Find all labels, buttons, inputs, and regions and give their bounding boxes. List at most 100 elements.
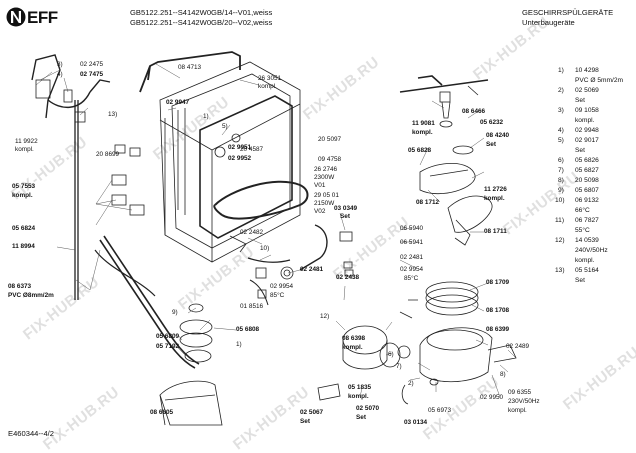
part-label: 20 4587 <box>240 146 264 153</box>
legend-num: 10) <box>555 197 565 204</box>
part-label: kompl. <box>342 344 363 351</box>
part-label: 05 6828 <box>408 147 432 154</box>
part-label: 02 7475 <box>80 71 104 78</box>
part-label: 11 9081 <box>412 120 435 127</box>
part-label: 08 6805 <box>150 409 174 416</box>
legend-value: 05 6807 <box>575 187 599 194</box>
part-label: 26 3051 <box>258 75 282 82</box>
legend-value: PVC Ø 5mm/2m <box>575 77 623 84</box>
part-label: 02 2475 <box>80 61 104 68</box>
bracket-b <box>111 194 127 206</box>
part-label: Set <box>340 213 350 220</box>
part-label: 85°C <box>270 292 285 299</box>
legend-num: 5) <box>558 137 564 144</box>
part-label: V02 <box>314 208 326 215</box>
legend-num: 4) <box>558 127 564 134</box>
part-label: 5) <box>222 123 228 130</box>
bracket-a <box>111 174 127 186</box>
drawing-code: E460344--4/2 <box>8 429 55 438</box>
model-title-line-1: GB5122.251--S4142W0GB/14--V01,weiss <box>130 8 273 17</box>
part-label: 09 6355 <box>508 389 532 396</box>
part-label: 08 6398 <box>342 335 366 342</box>
sump <box>159 380 223 426</box>
bracket-c <box>129 204 145 216</box>
part-label: kompl. <box>258 83 277 90</box>
legend-value: 02 5069 <box>575 87 599 94</box>
part-label: 05 6809 <box>156 333 180 340</box>
part-label: 1) <box>203 113 209 120</box>
component-3 <box>35 79 51 99</box>
ring-right-1 <box>425 281 479 303</box>
legend-num: 11) <box>555 217 565 224</box>
legend-num: 1) <box>558 67 564 74</box>
part-label: 08 6399 <box>486 326 510 333</box>
filter-plate <box>419 162 476 195</box>
part-label: 2) <box>408 380 414 387</box>
legend-value: kompl. <box>575 257 595 264</box>
ring-1 <box>179 319 213 335</box>
legend-value: 06 9132 <box>575 197 599 204</box>
legend-num: 12) <box>555 237 565 244</box>
part-label: 7) <box>396 363 402 370</box>
part-label: 05 6824 <box>12 225 36 232</box>
legend-value: 05 6826 <box>575 157 599 164</box>
legend-value: 20 5098 <box>575 177 599 184</box>
hose-left <box>31 54 61 119</box>
part-label: 02 5067 <box>300 409 324 416</box>
part-label: Set <box>300 418 310 425</box>
legend-value: 09 1058 <box>575 107 599 114</box>
part-label: kompl. <box>15 146 34 153</box>
part-label: 3) <box>57 61 63 68</box>
part-label: 11 9922 <box>15 138 38 145</box>
legend-num: 9) <box>558 187 564 194</box>
part-label: 02 9952 <box>228 155 252 162</box>
part-label: 230V/50Hz <box>508 398 540 405</box>
part-label: 05 7192 <box>156 343 180 350</box>
brand-logo: EFF <box>6 6 70 33</box>
part-label: 02 9954 <box>400 266 424 273</box>
part-label: 2150W <box>314 200 335 207</box>
category-title: GESCHIRRSPÜLGERÄTE <box>522 8 614 17</box>
part-label: kompl. <box>412 129 433 136</box>
part-label: 02 9947 <box>166 99 190 106</box>
part-label: 02 9954 <box>270 283 294 290</box>
part-label: 02 2489 <box>506 343 530 350</box>
legend-value: 05 5164 <box>575 267 599 274</box>
part-label: 02 2438 <box>336 274 360 281</box>
part-label: 05 6973 <box>428 407 452 414</box>
part-label: 11 2726 <box>484 186 507 193</box>
spray-arm <box>417 75 443 86</box>
part-label: 11 8994 <box>12 243 35 250</box>
model-title-line-2: GB5122.251--S4142W0GB/20--V02,weiss <box>130 18 273 27</box>
part-label: 06 5941 <box>400 239 424 246</box>
part-label: 08 1708 <box>486 307 510 314</box>
part-label: 08 1711 <box>484 228 507 235</box>
part-label: 05 6232 <box>480 119 504 126</box>
part-label: Set <box>486 141 496 148</box>
part-label: 03 0134 <box>404 419 428 426</box>
legend-num: 2) <box>558 87 564 94</box>
part-label: 01 8516 <box>240 303 264 310</box>
part-label: 02 9950 <box>480 394 504 401</box>
part-label: 13) <box>108 111 118 118</box>
part-label: 03 0349 <box>334 205 358 212</box>
part-label: kompl. <box>348 393 369 400</box>
part-label: 05 6808 <box>236 326 260 333</box>
legend-value: 66°C <box>575 207 590 214</box>
part-label: 08 1712 <box>416 199 440 206</box>
drain-hose <box>99 239 196 369</box>
door-seal <box>199 95 293 239</box>
legend-value: 55°C <box>575 227 590 234</box>
legend-value: Set <box>575 277 585 284</box>
legend-value: Set <box>575 147 585 154</box>
neff-logo-icon: EFF <box>6 7 58 27</box>
part-label: 02 9951 <box>228 144 252 151</box>
legend-value: 02 9017 <box>575 137 599 144</box>
part-label: 08 6373 <box>8 283 32 290</box>
legend-value: 02 9948 <box>575 127 599 134</box>
legend-num: 13) <box>555 267 565 274</box>
part-label: 06 5940 <box>400 225 424 232</box>
svg-text:EFF: EFF <box>27 8 58 27</box>
legend-value: kompl. <box>575 117 595 124</box>
